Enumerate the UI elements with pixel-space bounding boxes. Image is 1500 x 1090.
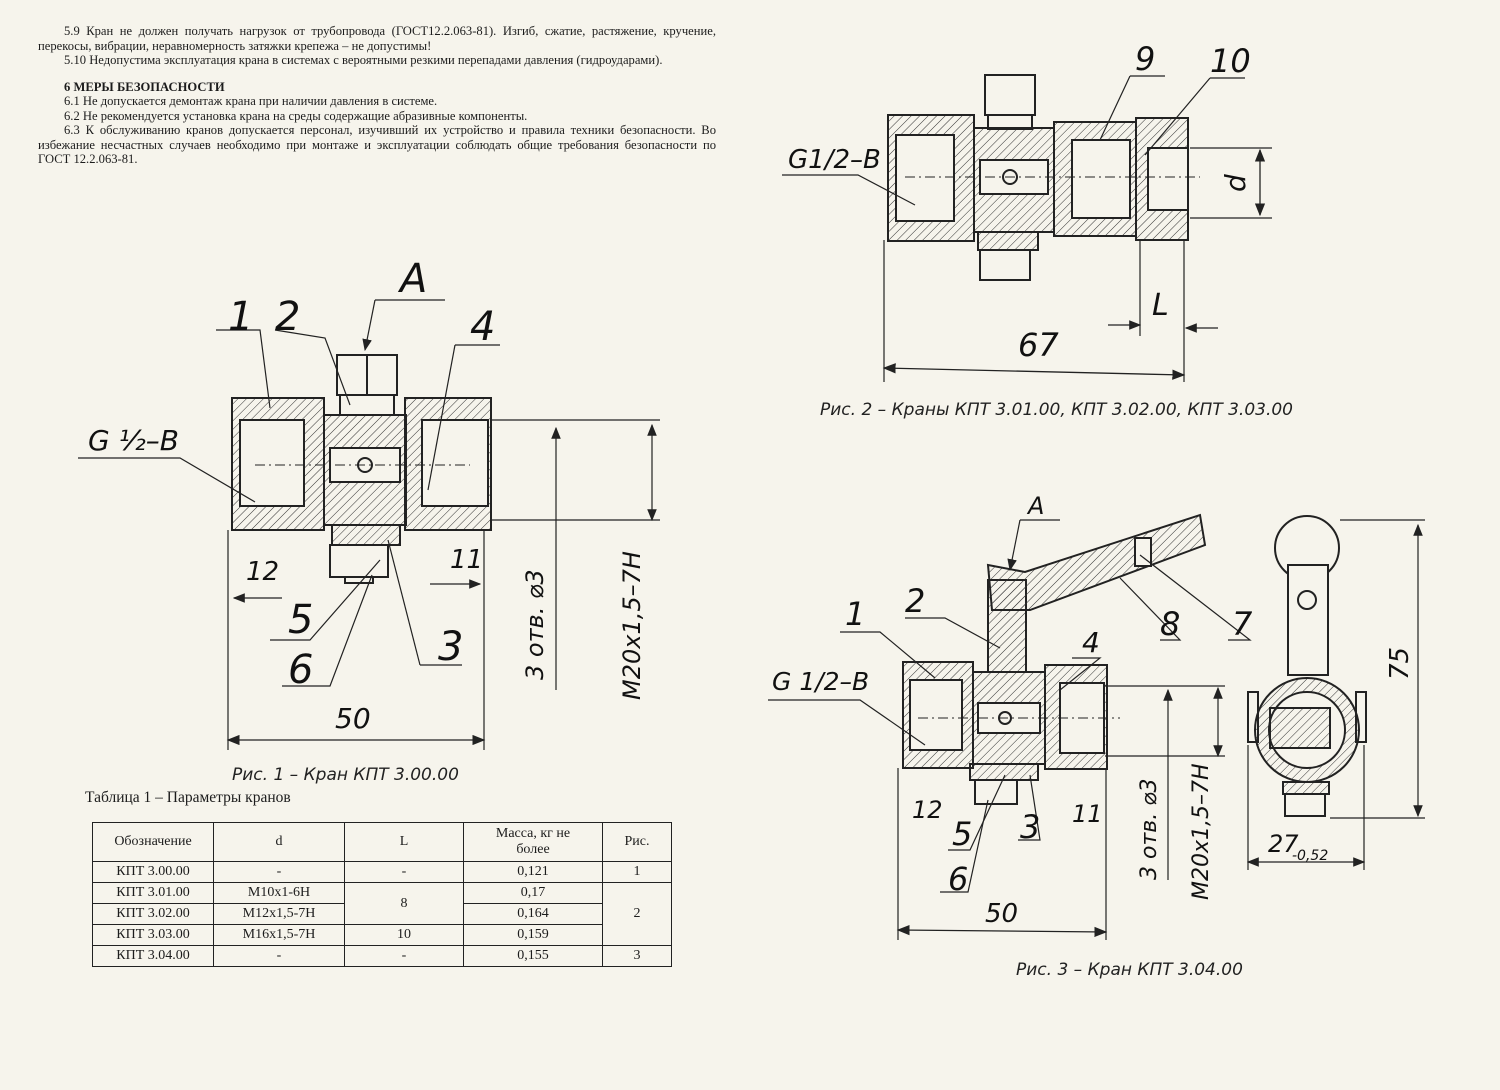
fig2-stem <box>984 74 1036 116</box>
fig2-caption: Рис. 2 – Краны КПТ 3.01.00, КПТ 3.02.00,… <box>820 400 1293 420</box>
text-block: 5.9 Кран не должен получать нагрузок от … <box>38 24 716 167</box>
fig3-caption: Рис. 3 – Кран КПТ 3.04.00 <box>1016 960 1243 980</box>
fig2-bottom-nut <box>979 249 1031 281</box>
fig3-callout-a: A <box>1026 492 1044 520</box>
fig3-dim-75: 75 <box>1385 647 1415 680</box>
cell-mass: 0,17 <box>463 882 603 904</box>
fig2-dim-d: d <box>1219 174 1252 192</box>
figure-1 <box>78 299 660 750</box>
cell-d: М12х1,5-7Н <box>213 903 345 925</box>
fig3-tolerance: -0,52 <box>1292 848 1328 864</box>
fig1-callout-3: 3 <box>438 624 463 670</box>
table-row: КПТ 3.03.00 М16х1,5-7Н 10 0,159 <box>92 924 672 946</box>
cell-mass: 0,121 <box>463 861 603 883</box>
fig1-holes-label: 3 отв. ⌀3 <box>521 569 549 680</box>
paragraph-6-3: 6.3 К обслуживанию кранов допускается пе… <box>38 123 716 166</box>
col-designation: Обозначение <box>92 822 214 862</box>
table-row: КПТ 3.04.00 - - 0,155 3 <box>92 945 672 967</box>
fig1-dim-50: 50 <box>335 702 371 735</box>
cell-designation: КПТ 3.03.00 <box>92 924 214 946</box>
fig3-thread-m20: M20x1,5–7H <box>1189 763 1214 900</box>
fig3-bottom-nut <box>974 779 1018 805</box>
fig3-callout-5: 5 <box>952 815 972 853</box>
fig3-callout-8: 8 <box>1160 605 1180 643</box>
col-d: d <box>213 822 345 862</box>
cell-mass: 0,164 <box>463 903 603 925</box>
fig2-dim-67: 67 <box>1018 326 1059 364</box>
fig3-callout-7: 7 <box>1232 605 1253 643</box>
col-L: L <box>344 822 464 862</box>
cell-fig: 1 <box>602 861 672 883</box>
paragraph-6-2: 6.2 Не рекомендуется установка крана на … <box>64 108 528 123</box>
cell-designation: КПТ 3.00.00 <box>92 861 214 883</box>
cell-mass: 0,159 <box>463 924 603 946</box>
section-heading: 6 МЕРЫ БЕЗОПАСНОСТИ <box>64 79 225 94</box>
cell-fig: 2 <box>602 882 672 946</box>
fig1-callout-a: A <box>397 256 427 302</box>
figure-1-labels: G ½–B 1 2 A 4 5 6 3 12 11 50 3 отв. ⌀3 M… <box>88 256 646 785</box>
table-row: КПТ 3.01.00 М10х1-6Н 8 0,17 2 <box>92 882 672 946</box>
figure-3 <box>768 513 1425 940</box>
cell-L: - <box>344 861 464 883</box>
fig3-dim-11: 11 <box>1072 800 1103 828</box>
cell-L: - <box>344 945 464 967</box>
fig2-dim-L: L <box>1152 288 1169 323</box>
fig1-callout-1: 1 <box>228 294 253 340</box>
fig1-caption: Рис. 1 – Кран КПТ 3.00.00 <box>232 765 459 785</box>
cell-d: - <box>213 861 345 883</box>
fig1-dim-11: 11 <box>450 545 483 575</box>
fig1-callout-6: 6 <box>288 647 313 693</box>
cell-designation: КПТ 3.01.00 <box>92 882 214 904</box>
cell-d: М16х1,5-7Н <box>213 924 345 946</box>
fig3-callout-2: 2 <box>905 582 925 620</box>
fig3-callout-3: 3 <box>1020 808 1040 846</box>
col-mass: Масса, кг не более <box>463 822 603 862</box>
figure-2 <box>782 74 1272 382</box>
table-caption: Таблица 1 – Параметры кранов <box>85 789 291 806</box>
fig3-handle <box>986 513 1207 611</box>
figure-2-labels: G1/2–B 9 10 d L 67 Рис. 2 – Краны КПТ 3.… <box>788 40 1293 420</box>
table-header-row: Обозначение d L Масса, кг не более Рис. <box>92 822 672 862</box>
fig2-callout-9: 9 <box>1135 40 1155 78</box>
parameters-table: Обозначение d L Масса, кг не более Рис. … <box>92 822 672 967</box>
figure-3-labels: A G 1/2–B 1 2 8 7 4 5 3 6 12 11 50 3 отв… <box>772 492 1415 980</box>
fig3-callout-4: 4 <box>1082 626 1100 659</box>
table-row: КПТ 3.00.00 - - 0,121 1 <box>92 861 672 883</box>
fig3-thread-label: G 1/2–B <box>772 667 869 696</box>
paragraph-5-10: 5.10 Недопустима эксплуатация крана в си… <box>64 53 663 67</box>
fig2-callout-10: 10 <box>1210 42 1251 80</box>
fig1-callout-2: 2 <box>275 294 300 340</box>
fig1-thread-label: G ½–B <box>88 424 179 457</box>
cell-d: М10х1-6Н <box>213 882 345 904</box>
fig3-callout-6: 6 <box>948 860 968 898</box>
fig1-dim-12: 12 <box>246 557 279 587</box>
cell-L: 10 <box>344 924 464 946</box>
fig3-dim-50: 50 <box>985 899 1018 929</box>
fig1-thread-m20: M20x1,5–7H <box>618 551 646 700</box>
fig3-dim-12: 12 <box>912 796 943 824</box>
fig1-callout-5: 5 <box>288 597 313 643</box>
col-fig: Рис. <box>602 822 672 862</box>
cell-mass: 0,155 <box>463 945 603 967</box>
table-row: КПТ 3.02.00 М12х1,5-7Н 0,164 <box>92 903 672 925</box>
cell-L: 8 <box>344 882 464 925</box>
fig3-dim-27: 27 <box>1268 830 1299 858</box>
paragraph-5-9: 5.9 Кран не должен получать нагрузок от … <box>38 24 716 53</box>
fig1-callout-4: 4 <box>470 304 495 350</box>
cell-fig: 3 <box>602 945 672 967</box>
cell-designation: КПТ 3.02.00 <box>92 903 214 925</box>
fig3-holes-label: 3 отв. ⌀3 <box>1137 779 1162 880</box>
fig3-callout-1: 1 <box>845 595 865 633</box>
fig2-thread-label: G1/2–B <box>788 145 881 175</box>
paragraph-6-1: 6.1 Не допускается демонтаж крана при на… <box>64 94 438 108</box>
cell-designation: КПТ 3.04.00 <box>92 945 214 967</box>
cell-d: - <box>213 945 345 967</box>
